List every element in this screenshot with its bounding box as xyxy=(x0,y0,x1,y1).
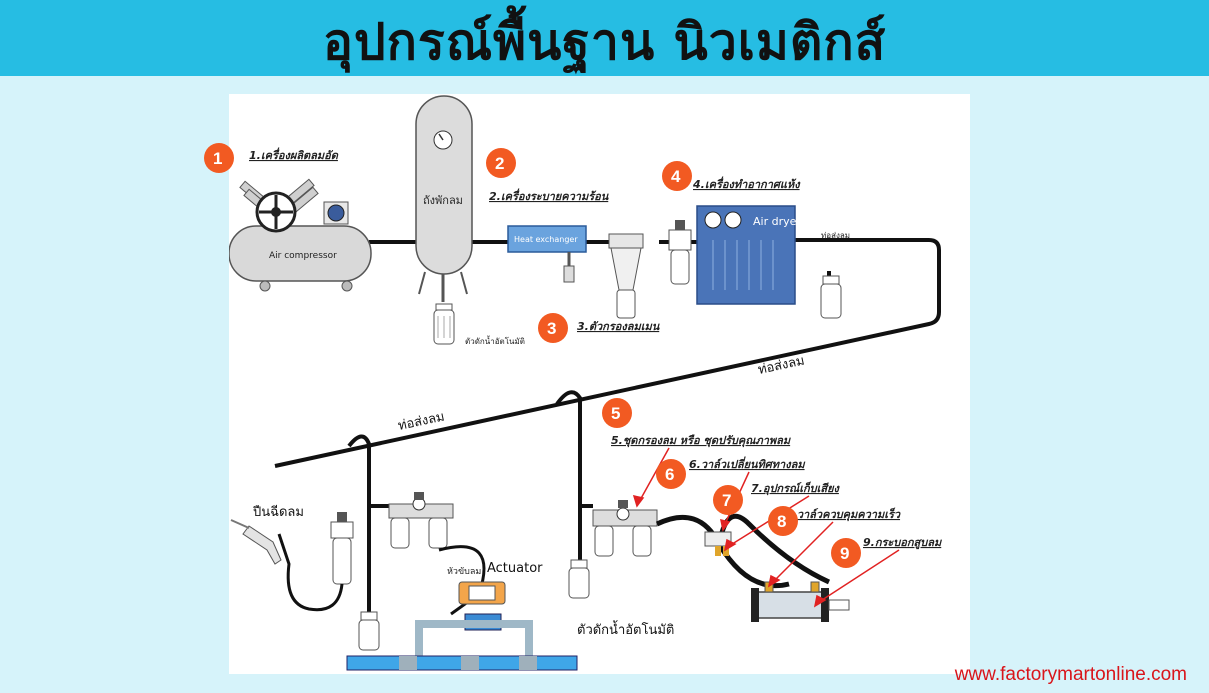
compressor-label: 1.เครื่องผลิตลมอัด xyxy=(249,147,339,162)
heat-exchanger-label: Heat exchanger xyxy=(514,235,578,244)
valve-label: 6.วาล์วเปลี่ยนทิศทางลม xyxy=(689,456,806,471)
left-frl-set xyxy=(388,492,454,549)
cylinder-label: 9.กระบอกสูบลม xyxy=(863,536,943,550)
main-filter xyxy=(608,233,644,319)
frl-label: 5.ชุดกรองลม หรือ ชุดปรับคุณภาพลม xyxy=(611,434,792,448)
right-drain: ตัวดักน้ำอัตโนมัติ xyxy=(568,559,674,638)
air-gun: ปืนฉีดลม xyxy=(230,504,304,565)
pipe-label-right: ท่อส่งลม xyxy=(757,353,806,377)
dryer-regulator xyxy=(668,220,692,285)
title-banner xyxy=(0,0,1209,76)
left-bottom-drain xyxy=(358,611,380,651)
left-frl xyxy=(277,512,354,612)
website-url: www.factorymartonline.com xyxy=(954,664,1187,685)
tank-drain: ตัวดักน้ำอัตโนมัติ xyxy=(433,303,525,346)
main-filter-label: 3.ตัวกรองลมเมน xyxy=(577,320,660,333)
dryer-label: 4.เครื่องทำอากาศแห้ง xyxy=(692,176,801,191)
dryer-drain xyxy=(820,275,842,319)
pneumatic-diagram: Air compressor ถังพักลม ตัวดักน้ำอัตโนมั… xyxy=(229,95,943,671)
valve-head-label: หัวขับลม xyxy=(447,567,481,577)
heat-exchanger: Heat exchanger xyxy=(507,225,587,283)
tank-label: ถังพักลม xyxy=(423,194,463,207)
air-dryer-label: Air dryer xyxy=(753,215,801,228)
right-frl-set xyxy=(580,500,658,557)
air-compressor: Air compressor xyxy=(229,178,372,292)
direction-valve xyxy=(704,531,732,556)
air-gun-label: ปืนฉีดลม xyxy=(252,504,304,520)
cooler-label: 2.เครื่องระบายความร้อน xyxy=(489,188,609,203)
air-compressor-label: Air compressor xyxy=(269,251,337,261)
air-cylinder xyxy=(751,581,850,622)
page-title: อุปกรณ์พื้นฐาน นิวเมติกส์ xyxy=(322,13,887,71)
actuator-label: Actuator xyxy=(487,561,543,576)
air-dryer: Air dryer xyxy=(696,205,801,305)
diagram-panel: Air compressor ถังพักลม ตัวดักน้ำอัตโนมั… xyxy=(229,94,970,674)
drain-label-bottom: ตัวดักน้ำอัตโนมัติ xyxy=(577,620,674,638)
svg-text:1: 1 xyxy=(213,149,222,168)
actuator-assembly: หัวขับลม Actuator xyxy=(346,545,578,671)
drain-label-top: ตัวดักน้ำอัตโนมัติ xyxy=(465,335,525,346)
pipe-label-small: ท่อส่งลม xyxy=(821,231,850,240)
air-tank: ถังพักลม xyxy=(415,95,473,302)
flow-control-label: 8.วาล์วควบคุมความเร็ว xyxy=(785,507,901,522)
silencer-label: 7.อุปกรณ์เก็บเสียง xyxy=(751,481,841,496)
